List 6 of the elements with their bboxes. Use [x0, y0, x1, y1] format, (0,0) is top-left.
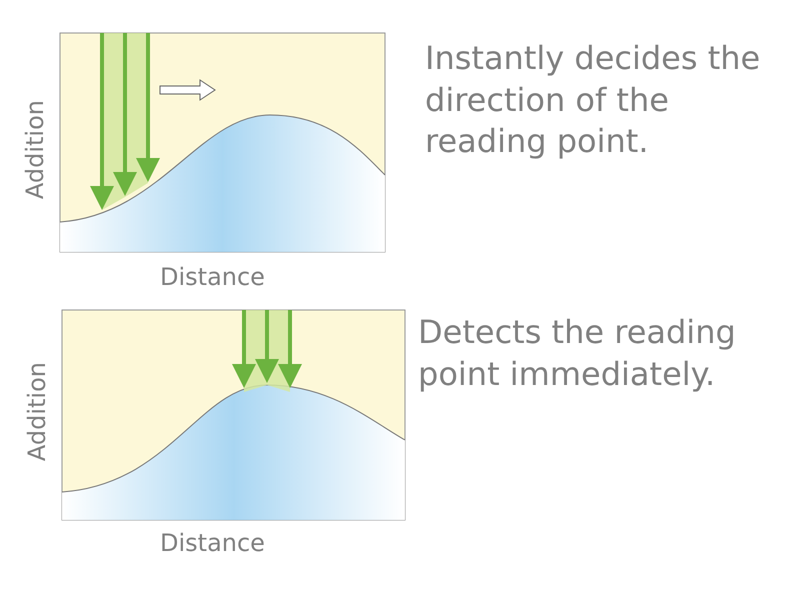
- y-axis-label: Addition: [22, 362, 52, 462]
- description-text: Detects the reading point immediately.: [418, 312, 737, 395]
- x-axis-label: Distance: [160, 528, 265, 559]
- description-text: Instantly decides the direction of the reading point.: [425, 38, 762, 162]
- x-axis-label: Distance: [160, 262, 265, 293]
- y-axis-label: Addition: [20, 100, 50, 200]
